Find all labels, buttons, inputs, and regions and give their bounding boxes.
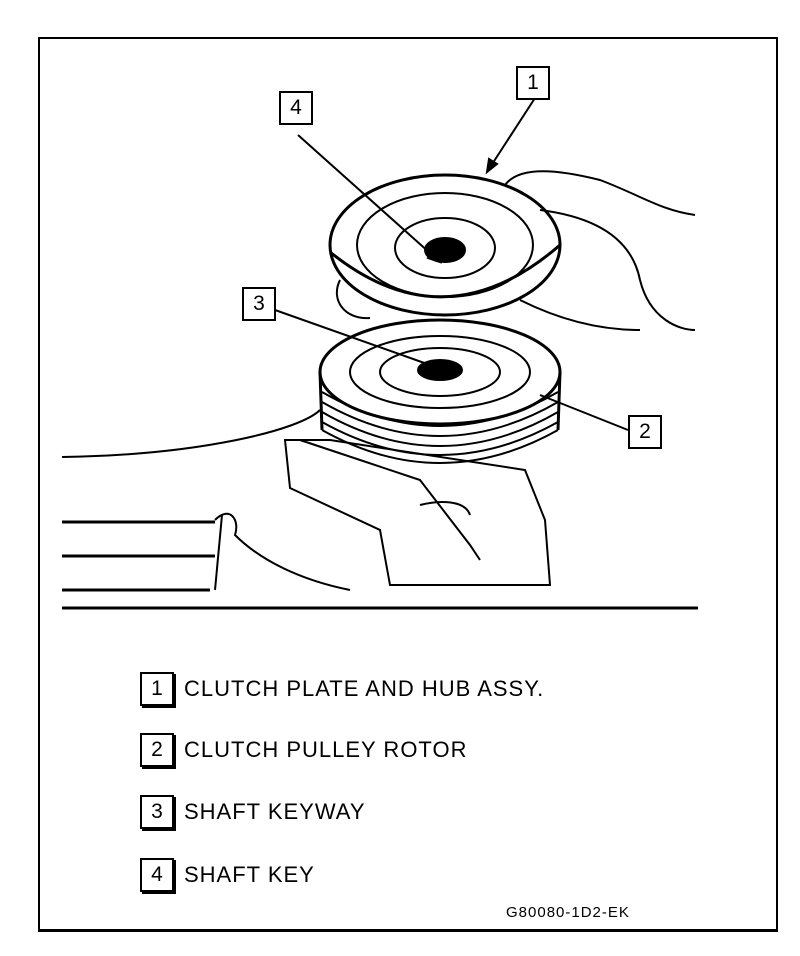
figure-code: G80080-1D2-EK — [506, 904, 630, 921]
leader-line-1 — [486, 97, 536, 173]
arrowhead-icon — [485, 157, 499, 175]
legend-item: 4 SHAFT KEY — [140, 858, 315, 892]
callout-3: 3 — [242, 287, 276, 321]
callout-1: 1 — [516, 66, 550, 100]
cord — [214, 512, 351, 591]
leader-line-3 — [274, 309, 431, 366]
callout-4: 4 — [279, 91, 313, 125]
legend-item: 3 SHAFT KEYWAY — [140, 795, 366, 829]
legend-label: SHAFT KEY — [184, 862, 315, 887]
leader-line-2 — [539, 394, 629, 431]
hand-outline — [335, 170, 696, 331]
arrowhead-icon — [426, 248, 442, 264]
cord — [61, 409, 321, 458]
callout-2: 2 — [628, 415, 662, 449]
legend-number: 1 — [140, 672, 174, 706]
legend-item: 1 CLUTCH PLATE AND HUB ASSY. — [140, 672, 544, 706]
figure-frame — [38, 37, 778, 932]
compressor-detail — [419, 501, 471, 516]
cord — [214, 514, 223, 591]
bench-lines — [62, 520, 215, 592]
legend-number: 3 — [140, 795, 174, 829]
clutch-plate — [328, 173, 562, 317]
legend-item: 2 CLUTCH PULLEY ROTOR — [140, 733, 467, 767]
legend-label: CLUTCH PULLEY ROTOR — [184, 737, 468, 762]
legend-label: CLUTCH PLATE AND HUB ASSY. — [184, 676, 545, 701]
legend-number: 4 — [140, 858, 174, 892]
legend-number: 2 — [140, 733, 174, 767]
compressor-detail — [299, 439, 481, 561]
leader-line-4 — [297, 134, 441, 263]
legend-label: SHAFT KEYWAY — [184, 799, 366, 824]
pulley-rotor — [318, 318, 562, 464]
